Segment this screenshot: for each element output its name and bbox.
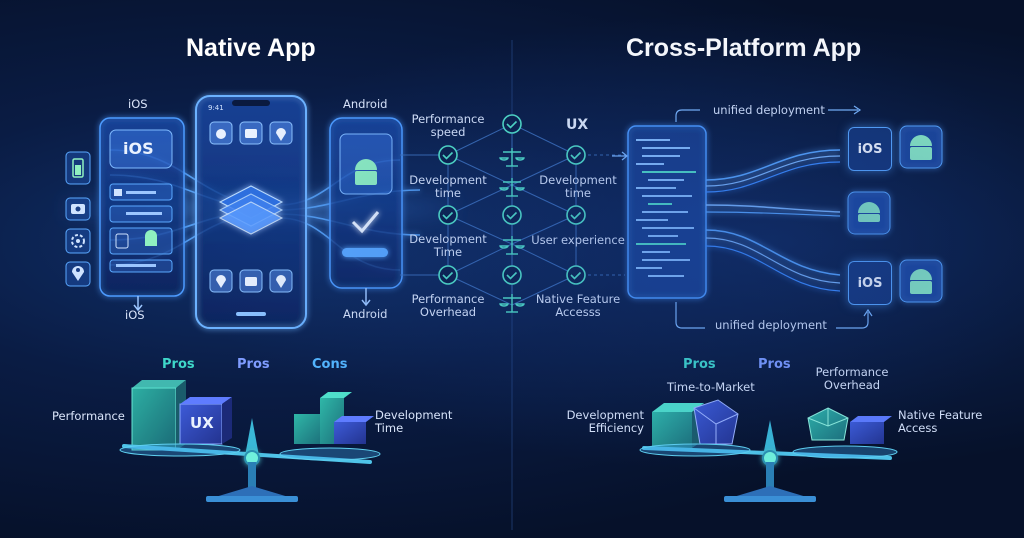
checkmark-icon bbox=[351, 211, 380, 234]
apple-icon bbox=[209, 121, 233, 145]
android-panel bbox=[329, 117, 403, 307]
code-panel bbox=[627, 125, 707, 299]
checkmark-icon bbox=[566, 145, 586, 165]
android-bottom-label: Android bbox=[343, 307, 388, 321]
native-performance-label: Performance bbox=[52, 409, 125, 423]
ios-panel bbox=[99, 117, 185, 312]
checkmark-icon bbox=[502, 205, 522, 225]
checkmark-icon bbox=[502, 265, 522, 285]
android-label: Android bbox=[343, 97, 388, 111]
comparison-left-label: Performance Overhead bbox=[411, 292, 485, 320]
native-left-icons bbox=[65, 151, 91, 287]
balance-scale-icon bbox=[499, 148, 525, 167]
code-icon bbox=[636, 139, 696, 277]
native-cons-label: Cons bbox=[312, 357, 348, 372]
native-pros-label: Pros bbox=[237, 357, 270, 372]
comparison-right-label: UX bbox=[566, 117, 589, 133]
cross-data-streams bbox=[705, 149, 841, 292]
balance-scale-icon bbox=[499, 178, 525, 197]
checkmark-icon bbox=[438, 265, 458, 285]
balance-scale-icon bbox=[499, 236, 525, 255]
cross-pros-label: Pros bbox=[683, 357, 716, 372]
android-icon bbox=[847, 191, 891, 235]
cross-platform-heading: Cross-Platform App bbox=[626, 34, 862, 62]
unified-deployment-bottom: unified deployment bbox=[715, 318, 827, 332]
ios-screen-text: iOS bbox=[123, 139, 154, 158]
cross-pros-label: Pros bbox=[758, 357, 791, 372]
location-icon bbox=[65, 261, 91, 287]
performance-overhead-label: Performance Overhead bbox=[815, 365, 889, 393]
check-nodes bbox=[438, 114, 586, 285]
comparison-right-label: Native Feature Accesss bbox=[535, 292, 621, 320]
native-balance-scale bbox=[119, 380, 381, 502]
comparison-left-label: Development Time bbox=[409, 232, 487, 260]
unified-deployment-top: unified deployment bbox=[713, 103, 825, 117]
native-pros-label: Pros bbox=[162, 357, 195, 372]
layer-stack-core bbox=[218, 185, 284, 235]
unified-deployment-arrows bbox=[612, 105, 873, 329]
comparison-left-label: Development time bbox=[409, 173, 487, 201]
battery-icon bbox=[65, 151, 91, 185]
central-phone bbox=[195, 95, 307, 329]
native-development-time-label: Development Time bbox=[375, 408, 453, 436]
android-icon bbox=[355, 159, 377, 185]
comparison-right-label: User experience bbox=[531, 233, 625, 247]
checkmark-icon bbox=[566, 205, 586, 225]
checkmark-icon bbox=[502, 114, 522, 134]
native-app-heading: Native App bbox=[186, 34, 316, 62]
android-icon bbox=[899, 259, 943, 303]
balance-scale-icon bbox=[499, 294, 525, 313]
checkmark-icon bbox=[566, 265, 586, 285]
ios-platform-chip: iOS bbox=[848, 261, 892, 305]
comparison-left-label: Performance speed bbox=[411, 112, 485, 140]
comparison-right-label: Development time bbox=[539, 173, 617, 201]
native-feature-access-label: Native Feature Access bbox=[898, 408, 983, 436]
platform-chip-icons bbox=[847, 125, 943, 303]
ios-platform-chip: iOS bbox=[848, 127, 892, 171]
development-efficiency-label: Development Efficiency bbox=[566, 408, 644, 436]
time-to-market-label: Time-to-Market bbox=[667, 380, 755, 394]
ux-block-label: UX bbox=[190, 414, 214, 432]
checkmark-icon bbox=[438, 145, 458, 165]
status-bar-time: 9:41 bbox=[208, 104, 224, 112]
cross-balance-scale bbox=[639, 399, 898, 502]
ios-label: iOS bbox=[128, 97, 148, 111]
balance-scale-icons bbox=[499, 148, 525, 313]
checkmark-icon bbox=[438, 205, 458, 225]
android-icon bbox=[899, 125, 943, 169]
camera-icon bbox=[65, 197, 91, 221]
ios-bottom-label: iOS bbox=[125, 308, 145, 322]
settings-icon bbox=[65, 228, 91, 254]
